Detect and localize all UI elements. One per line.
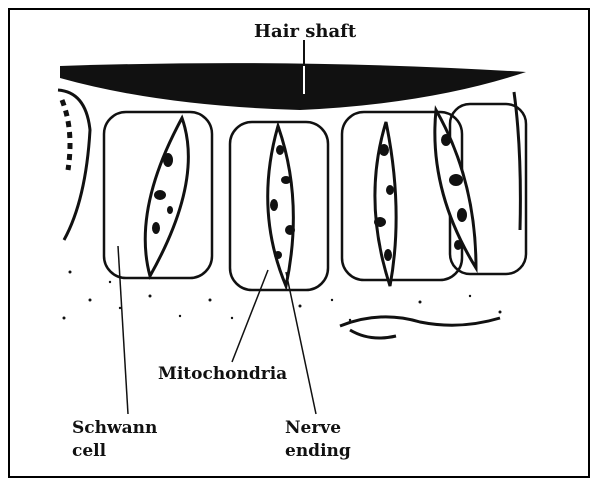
cell-partial-right bbox=[514, 92, 520, 230]
label-hair-shaft: Hair shaft bbox=[254, 20, 356, 44]
label-nerve-ending: Nerve ending bbox=[285, 417, 351, 463]
cell-partial-left bbox=[58, 90, 90, 240]
nerve-ending-1 bbox=[145, 118, 188, 276]
label-mitochondria: Mitochondria bbox=[158, 363, 287, 386]
leader-nerve-ending bbox=[286, 272, 316, 414]
mitochondria-dots bbox=[152, 134, 467, 261]
nerve-endings bbox=[145, 110, 476, 286]
leader-schwann-cell bbox=[118, 246, 128, 414]
hair-shaft-shape bbox=[60, 63, 526, 110]
label-schwann-cell: Schwann cell bbox=[72, 417, 157, 463]
tissue-squiggle bbox=[340, 317, 500, 326]
